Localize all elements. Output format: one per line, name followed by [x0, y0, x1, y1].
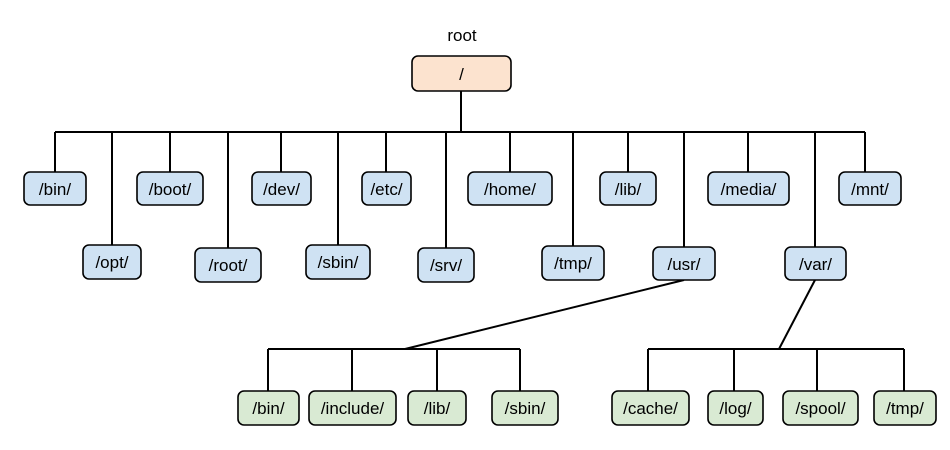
dir-node-opt: /opt/	[82, 244, 142, 280]
root-caption: root	[447, 26, 477, 45]
var-child-tmp: /tmp/	[873, 390, 937, 426]
subdir-label: /lib/	[424, 399, 451, 418]
root-node-box	[411, 55, 512, 92]
dir-label: /boot/	[149, 180, 192, 199]
dir-label: /root/	[209, 256, 248, 275]
subdir-label: /cache/	[623, 399, 678, 418]
dir-label: /var/	[799, 255, 832, 274]
dir-label: /usr/	[667, 255, 700, 274]
subdir-box	[237, 390, 300, 426]
dir-node-root: /root/	[194, 247, 262, 283]
subdir-box	[707, 390, 764, 426]
var-child-log: /log/	[707, 390, 764, 426]
dir-box	[784, 246, 847, 281]
dir-box	[467, 171, 553, 206]
dir-box	[417, 247, 475, 283]
dir-node-tmp: /tmp/	[541, 245, 605, 281]
usr-child-bin: /bin/	[237, 390, 300, 426]
subdir-box	[782, 390, 859, 426]
dir-box	[23, 171, 87, 206]
dir-box	[305, 244, 371, 280]
var-child-spool: /spool/	[782, 390, 859, 426]
dir-box	[599, 171, 657, 206]
root-node-label: /	[459, 65, 464, 84]
usr-child-sbin: /sbin/	[491, 390, 559, 426]
dir-label: /sbin/	[318, 253, 359, 272]
dir-label: /mnt/	[851, 180, 889, 199]
tree-edges	[54, 91, 905, 391]
dir-box	[838, 171, 902, 206]
dir-box	[707, 171, 790, 206]
dir-node-srv: /srv/	[417, 247, 475, 283]
subdir-label: /tmp/	[886, 399, 924, 418]
dir-node-lib: /lib/	[599, 171, 657, 206]
subdir-label: /sbin/	[505, 399, 546, 418]
dir-box	[361, 171, 412, 206]
dir-label: /home/	[484, 180, 536, 199]
edge-var-diagonal	[778, 279, 816, 350]
dir-node-mnt: /mnt/	[838, 171, 902, 206]
subdir-box	[308, 390, 397, 426]
usr-subdirs: /bin/ /include/ /lib/ /sbin/	[237, 390, 559, 426]
dir-label: /srv/	[430, 256, 462, 275]
edge-usr-diagonal	[404, 279, 685, 350]
dir-label: /opt/	[95, 253, 128, 272]
dir-box	[82, 244, 142, 280]
dir-node-boot: /boot/	[136, 171, 204, 206]
root-node: /	[411, 55, 512, 92]
dir-node-home: /home/	[467, 171, 553, 206]
dir-label: /bin/	[39, 180, 71, 199]
dir-label: /etc/	[370, 180, 402, 199]
subdir-box	[873, 390, 937, 426]
var-subdirs: /cache/ /log/ /spool/ /tmp/	[611, 390, 937, 426]
dir-box	[251, 171, 312, 206]
var-child-cache: /cache/	[611, 390, 690, 426]
dir-node-var: /var/	[784, 246, 847, 281]
subdir-label: /bin/	[252, 399, 284, 418]
usr-child-include: /include/	[308, 390, 397, 426]
dir-node-bin: /bin/	[23, 171, 87, 206]
subdir-label: /include/	[321, 399, 385, 418]
dir-node-media: /media/	[707, 171, 790, 206]
dir-label: /dev/	[263, 180, 300, 199]
dir-box	[541, 245, 605, 281]
subdir-label: /spool/	[795, 399, 845, 418]
dir-node-usr: /usr/	[652, 246, 716, 281]
top-level-dirs: /bin/ /opt/ /boot/ /root/ /dev/ /sbin/ /…	[23, 171, 902, 283]
dir-box	[652, 246, 716, 281]
subdir-label: /log/	[719, 399, 751, 418]
dir-box	[136, 171, 204, 206]
dir-node-sbin: /sbin/	[305, 244, 371, 280]
dir-box	[194, 247, 262, 283]
dir-node-etc: /etc/	[361, 171, 412, 206]
dir-label: /lib/	[615, 180, 642, 199]
dir-label: /media/	[721, 180, 777, 199]
dir-label: /tmp/	[554, 254, 592, 273]
subdir-box	[491, 390, 559, 426]
usr-child-lib: /lib/	[407, 390, 467, 426]
subdir-box	[611, 390, 690, 426]
dir-node-dev: /dev/	[251, 171, 312, 206]
subdir-box	[407, 390, 467, 426]
